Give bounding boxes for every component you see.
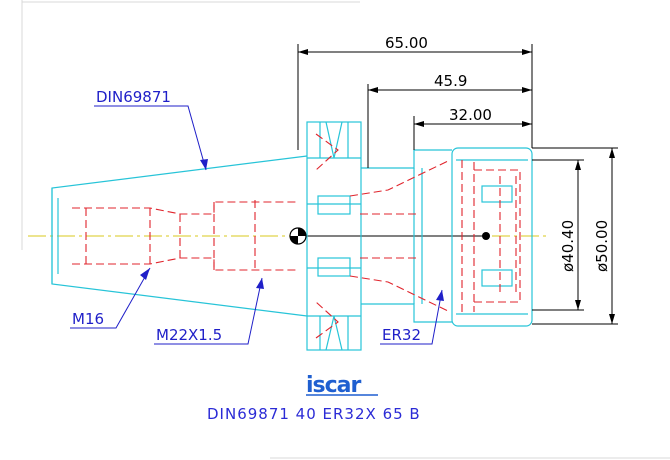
dim-nut-length: 32.00 bbox=[449, 106, 492, 124]
callout-leaders bbox=[70, 105, 443, 345]
brand-logo: iscar bbox=[306, 373, 378, 398]
holder-body bbox=[361, 149, 452, 323]
dim-outer-diameter: ø50.00 bbox=[593, 220, 611, 272]
sheet-frame bbox=[21, 0, 670, 459]
callout-taper-standard: DIN69871 bbox=[96, 88, 171, 106]
brand-logo-text: iscar bbox=[306, 373, 362, 398]
dim-collet-length: 45.9 bbox=[434, 72, 467, 90]
callout-thread-m16: M16 bbox=[72, 310, 104, 328]
callout-arrows bbox=[140, 159, 444, 301]
dimension-arrows bbox=[298, 49, 615, 324]
center-marks bbox=[289, 227, 490, 245]
taper-shank bbox=[51, 155, 308, 317]
part-caption: DIN69871 40 ER32X 65 B bbox=[207, 405, 421, 423]
collet-nut bbox=[451, 147, 533, 327]
dim-overall-length: 65.00 bbox=[385, 34, 428, 52]
callout-collet-type: ER32 bbox=[382, 326, 421, 344]
dimension-lines bbox=[297, 44, 618, 325]
internal-bore bbox=[72, 133, 521, 339]
dim-inner-diameter: ø40.40 bbox=[559, 220, 577, 272]
flange-body bbox=[306, 121, 362, 351]
callout-thread-m22: M22X1.5 bbox=[156, 326, 222, 344]
